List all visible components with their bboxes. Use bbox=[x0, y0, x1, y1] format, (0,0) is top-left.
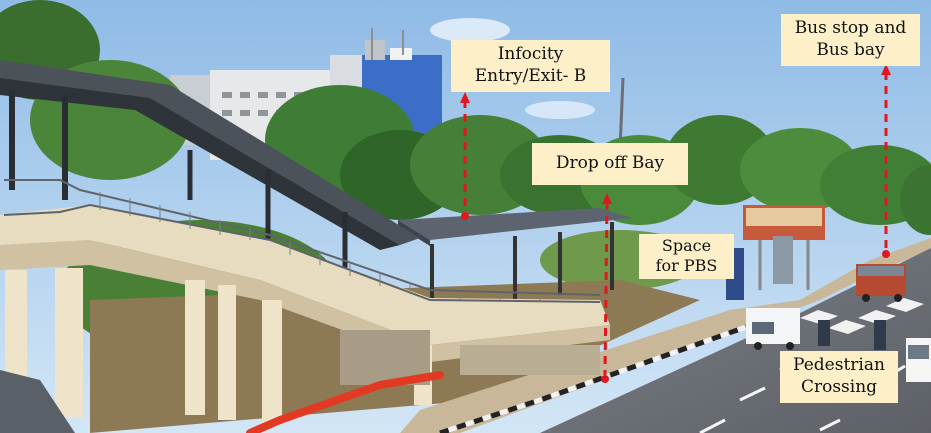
cloud bbox=[430, 18, 510, 42]
marker-lines bbox=[463, 72, 888, 376]
label-crossing-line2: Crossing bbox=[800, 376, 878, 397]
marker-arrowheads bbox=[460, 64, 891, 204]
label-drop-off-line1: Drop off Bay bbox=[555, 153, 665, 173]
white-car bbox=[906, 338, 931, 382]
label-drop-off-bay: Drop off Bay bbox=[532, 143, 688, 185]
label-crossing-line1: Pedestrian bbox=[793, 355, 885, 375]
billboard bbox=[743, 205, 825, 290]
foreground-beam bbox=[0, 370, 75, 433]
road-curb bbox=[439, 319, 761, 433]
motorbikes bbox=[818, 320, 886, 350]
bus-shelter bbox=[773, 236, 793, 284]
label-pedestrian-crossing: Pedestrian Crossing bbox=[780, 351, 898, 403]
label-infocity-entry: Infocity Entry/Exit- B bbox=[451, 40, 610, 92]
red-pipe bbox=[246, 371, 444, 433]
label-pbs-line2: for PBS bbox=[655, 256, 718, 276]
label-bus-stop-line1: Bus stop and bbox=[794, 18, 907, 38]
footpath bbox=[400, 238, 931, 433]
cloud bbox=[525, 101, 595, 119]
label-infocity-line2: Entry/Exit- B bbox=[474, 65, 587, 86]
zebra-crossing bbox=[800, 298, 924, 334]
road-curb-white bbox=[439, 319, 761, 433]
label-infocity-line1: Infocity bbox=[497, 44, 564, 64]
label-pbs-space: Space for PBS bbox=[639, 234, 734, 279]
label-pbs-line1: Space bbox=[661, 236, 712, 255]
label-bus-stop-line2: Bus bay bbox=[816, 39, 885, 60]
label-bus-stop: Bus stop and Bus bay bbox=[781, 14, 920, 66]
truck bbox=[856, 264, 906, 302]
foot-overbridge bbox=[0, 60, 610, 425]
mini-truck bbox=[746, 308, 800, 350]
marker-dots bbox=[461, 212, 890, 383]
